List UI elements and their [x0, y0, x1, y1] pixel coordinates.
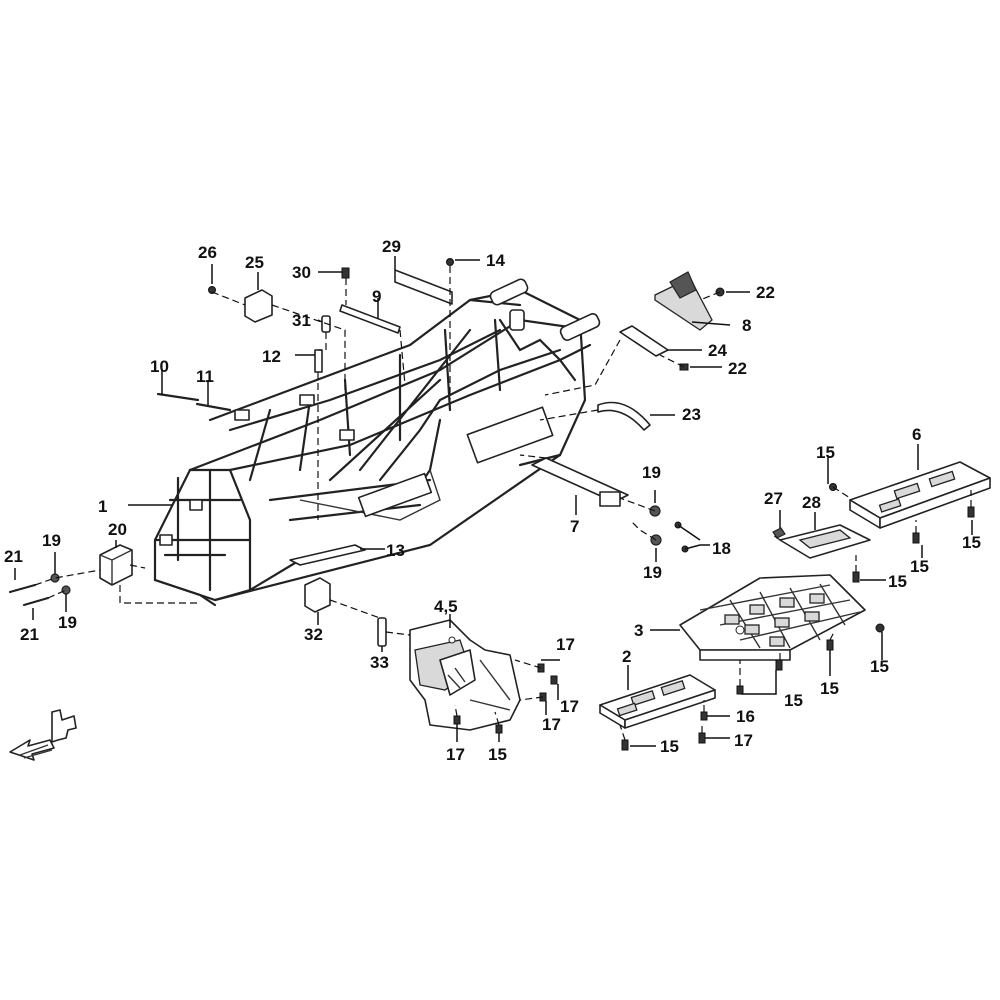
callout-28: 28 [802, 493, 821, 512]
callout-15-e: 15 [870, 657, 889, 676]
callout-22-b: 22 [728, 359, 747, 378]
part-15-bolt-3c [736, 685, 744, 695]
part-15-bolt-2 [621, 739, 629, 751]
leader-lines [14, 256, 973, 747]
callout-labels: 1 2 3 4,5 6 7 8 9 10 11 12 13 14 15 15 1… [4, 237, 981, 764]
callout-15-g: 15 [784, 691, 803, 710]
part-11-bolt [195, 402, 232, 412]
callout-19-b: 19 [643, 563, 662, 582]
part-4-5-guard [409, 619, 521, 731]
part-15-bolt-3d [775, 659, 783, 671]
part-7-support [531, 457, 629, 503]
callout-30: 30 [292, 263, 311, 282]
part-16-nut [700, 711, 708, 721]
callout-17-e: 17 [734, 731, 753, 750]
callout-17-a: 17 [556, 635, 575, 654]
part-15-bolt-6b [912, 532, 920, 544]
callout-23: 23 [682, 405, 701, 424]
callout-12: 12 [262, 347, 281, 366]
assembly-lines [34, 266, 972, 741]
callout-9: 9 [372, 287, 381, 306]
part-15-bolt-28 [852, 571, 860, 583]
part-15-bolt-6c [967, 506, 975, 518]
callout-10: 10 [150, 357, 169, 376]
part-13-rail [289, 544, 366, 566]
part-3-skid-plate [679, 574, 866, 661]
part-8-bracket [654, 271, 713, 331]
callout-13: 13 [386, 541, 405, 560]
callout-15-f: 15 [820, 679, 839, 698]
part-17-bolt-2 [698, 732, 706, 744]
part-14-bolt [446, 258, 454, 266]
part-15-bolt-3a [875, 623, 885, 633]
part-27-clip [772, 527, 786, 539]
part-6-skid-plate [849, 461, 991, 529]
part-32-bracket [304, 577, 331, 613]
callout-8: 8 [742, 316, 751, 335]
callout-25: 25 [245, 253, 264, 272]
part-2-skid-plate [599, 674, 716, 729]
part-17-bolt-c [550, 675, 558, 685]
part-10-bolt [156, 392, 200, 402]
callout-19-c: 19 [42, 531, 61, 550]
part-21-bolt-a [8, 583, 37, 594]
callout-15-h: 15 [660, 737, 679, 756]
part-7-end [599, 491, 621, 507]
front-direction-arrow-icon [9, 709, 77, 761]
callout-21-b: 21 [20, 625, 39, 644]
callout-21-a: 21 [4, 547, 23, 566]
callout-17-d: 17 [446, 745, 465, 764]
callout-15-c: 15 [962, 533, 981, 552]
callout-19-d: 19 [58, 613, 77, 632]
callout-22-a: 22 [756, 283, 775, 302]
callout-17-b: 17 [560, 697, 579, 716]
part-20-block [99, 544, 133, 586]
callout-16: 16 [736, 707, 755, 726]
callout-31: 31 [292, 311, 311, 330]
callout-7: 7 [570, 517, 579, 536]
callout-3: 3 [634, 621, 643, 640]
callout-6: 6 [912, 425, 921, 444]
part-30-nut [341, 267, 350, 279]
part-15-bolt-3b [826, 639, 834, 651]
callout-29: 29 [382, 237, 401, 256]
part-12-bolt [314, 349, 323, 373]
callout-15-d: 15 [888, 572, 907, 591]
callout-15-i: 15 [488, 745, 507, 764]
callout-33: 33 [370, 653, 389, 672]
callout-27: 27 [764, 489, 783, 508]
part-23-bracket [597, 401, 651, 431]
part-15-bolt-45 [495, 724, 503, 734]
part-26-bolt [208, 286, 216, 294]
callout-15-a: 15 [816, 443, 835, 462]
callout-14: 14 [486, 251, 505, 270]
callout-18: 18 [712, 539, 731, 558]
part-33-bolt [377, 617, 387, 647]
part-28-plate [779, 524, 871, 559]
callout-1: 1 [98, 497, 107, 516]
callout-11: 11 [196, 367, 214, 386]
callout-4-5: 4,5 [434, 597, 458, 616]
main-frame [153, 278, 601, 607]
part-25-bracket [244, 289, 273, 323]
part-29-plate [394, 269, 453, 305]
callout-19-a: 19 [642, 463, 661, 482]
callout-32: 32 [304, 625, 323, 644]
part-9-strip [339, 304, 401, 334]
callout-26: 26 [198, 243, 217, 262]
callout-15-b: 15 [910, 557, 929, 576]
callout-20: 20 [108, 520, 127, 539]
callout-17-c: 17 [542, 715, 561, 734]
part-19-washer-d [61, 585, 71, 595]
callout-24: 24 [708, 341, 727, 360]
part-24-plate [619, 325, 669, 357]
part-21-bolt-b [22, 596, 50, 607]
part-17-bolt-d [453, 715, 461, 725]
callout-2: 2 [622, 647, 631, 666]
